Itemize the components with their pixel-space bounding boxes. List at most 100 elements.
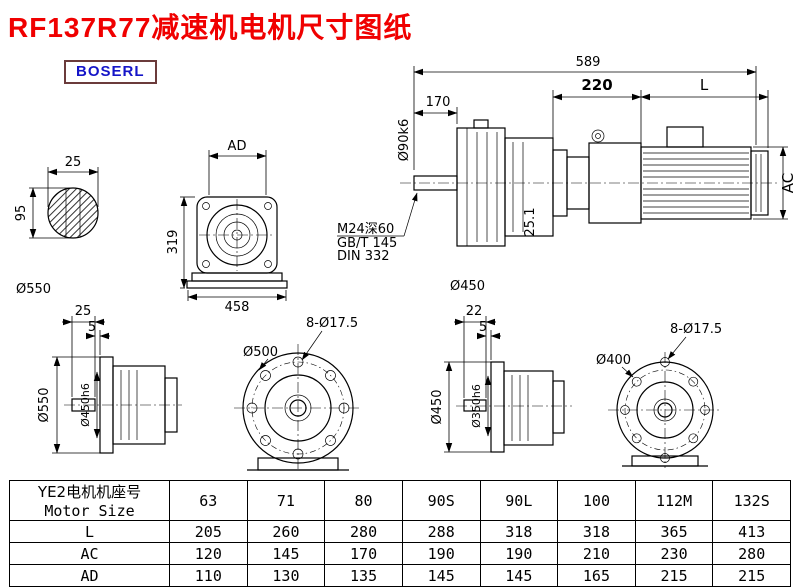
cell-ac-90s: 190 [401, 542, 481, 565]
dim-od-label: Ø400 [596, 353, 631, 368]
dim-spigot-label: Ø350h6 [470, 384, 483, 428]
view-main-assembly: 589 170 Ø90k6 M24深60 GB/T 145 DIN 332 Ø4… [337, 55, 797, 294]
rear-cap [552, 380, 565, 434]
cell-ac-90l: 190 [479, 542, 559, 565]
dim-shaft-width [47, 167, 99, 207]
bolt-holes [246, 356, 350, 460]
dim-motor-ac-label: AC [779, 173, 797, 193]
dim-key-label: 25.1 [523, 208, 538, 237]
dim-5-label: 5 [88, 320, 96, 335]
dim-5-label: 5 [479, 320, 487, 335]
col-header-63: 63 [169, 480, 248, 521]
terminal-box [666, 126, 704, 148]
cell-ad-100: 165 [557, 564, 636, 587]
table-header-row: YE2电机机座号 Motor Size 63 71 80 90S 90L 100… [9, 480, 791, 521]
brand-logo-text: BOSERL [76, 63, 145, 80]
dim-hub-diameter-label: Ø550 [16, 282, 51, 297]
centerlines [234, 344, 362, 472]
cell-ad-90s: 145 [401, 564, 481, 587]
eyebolt-icon [591, 129, 605, 143]
housing-ribs [476, 132, 524, 242]
cell-ac-71: 145 [246, 542, 326, 565]
thread-note-line2: GB/T 145 [337, 236, 397, 251]
table-row-ac: AC 120 145 170 190 190 210 230 280 [9, 542, 791, 565]
motor-size-header-en: Motor Size [44, 502, 135, 520]
cell-l-80: 280 [324, 520, 403, 543]
col-header-132s: 132S [712, 480, 791, 521]
thread-note-leader [337, 192, 418, 237]
dim-flange-od-label: Ø550 [37, 387, 52, 422]
motor-size-header: YE2电机机座号 Motor Size [9, 480, 170, 521]
dim-total-589-label: 589 [576, 55, 601, 70]
col-header-112m: 112M [634, 480, 714, 521]
fan-cover-slots [755, 154, 762, 212]
col-header-90l: 90L [479, 480, 559, 521]
row-label-ad: AD [9, 564, 170, 587]
dim-shaft-170-label: 170 [426, 95, 451, 110]
technical-drawing: 25 95 Ø550 AD [14, 55, 797, 472]
flange-outer [616, 361, 714, 459]
breather-plug [473, 119, 489, 129]
table-row-l: L 205 260 280 288 318 318 365 413 [9, 520, 791, 543]
page-title: RF137R77减速机电机尺寸图纸 [8, 12, 413, 43]
bolt-circle [251, 361, 345, 455]
dim-height-319 [180, 196, 195, 289]
col-header-71: 71 [246, 480, 326, 521]
thread-note-line1: M24深60 [337, 222, 394, 237]
dim-bolt-holes-label: 8-Ø17.5 [670, 322, 722, 337]
dim-height-319-label: 319 [166, 230, 181, 255]
cell-ad-90l: 145 [479, 564, 559, 587]
dim-shaft-170 [413, 107, 458, 124]
cell-ac-63: 120 [169, 542, 248, 565]
bolt-holes [620, 357, 710, 463]
motor-cooling-fins [643, 152, 749, 214]
thread-note-line3: DIN 332 [337, 249, 390, 264]
shaft-section-circle [47, 187, 99, 239]
dim-total-589 [413, 66, 757, 170]
cell-ad-132s: 215 [712, 564, 791, 587]
cell-l-100: 318 [557, 520, 636, 543]
dim-adapter-220-label: 220 [581, 76, 612, 94]
col-header-100: 100 [557, 480, 636, 521]
col-header-80: 80 [324, 480, 403, 521]
cell-ac-112m: 230 [634, 542, 714, 565]
housing-ribs [120, 370, 138, 440]
view-shaft-end: 25 95 Ø550 [14, 155, 99, 297]
od-leader [258, 358, 269, 371]
dim-motor-ac [753, 146, 788, 220]
rear-cap [164, 377, 178, 433]
dim-bolt-holes-label: 8-Ø17.5 [306, 316, 358, 331]
cell-l-90l: 318 [479, 520, 559, 543]
dim-od-label: Ø500 [243, 345, 278, 360]
cell-ad-80: 135 [324, 564, 403, 587]
od-leader [621, 366, 634, 378]
housing-body [503, 370, 554, 446]
holes-leader [301, 330, 323, 361]
cell-ad-63: 110 [169, 564, 248, 587]
brand-logo: BOSERL [64, 60, 157, 84]
cell-l-90s: 288 [401, 520, 481, 543]
view-flange-side-large: 25 5 Ø550 Ø450h6 [37, 304, 182, 454]
gearbox-foot [191, 272, 283, 282]
view-flange-front-small: Ø400 8-Ø17.5 [596, 322, 722, 468]
cell-l-132s: 413 [712, 520, 791, 543]
dim-width-458 [187, 290, 287, 301]
flange-outer [242, 352, 354, 464]
gearbox-base [186, 280, 288, 289]
dim-25-label: 25 [75, 304, 92, 319]
table-row-ad: AD 110 130 135 145 145 165 215 215 [9, 564, 791, 587]
centerlines [608, 352, 722, 468]
cell-l-71: 260 [246, 520, 326, 543]
dim-motor-l [640, 90, 769, 148]
view-gearbox-front: AD 319 458 [166, 139, 288, 315]
dim-flange-od [52, 356, 100, 454]
gearbox-housing-front [456, 127, 506, 247]
corner-bolt-holes [202, 202, 272, 268]
dim-shaft-height [29, 187, 70, 239]
dim-ad-label: AD [228, 139, 247, 154]
dim-shaft-width-label: 25 [65, 155, 82, 170]
col-header-90s: 90S [401, 480, 481, 521]
thread-note: M24深60 GB/T 145 DIN 332 [337, 192, 418, 264]
centerlines [199, 199, 275, 271]
motor-size-header-cn: YE2电机机座号 [37, 483, 142, 501]
